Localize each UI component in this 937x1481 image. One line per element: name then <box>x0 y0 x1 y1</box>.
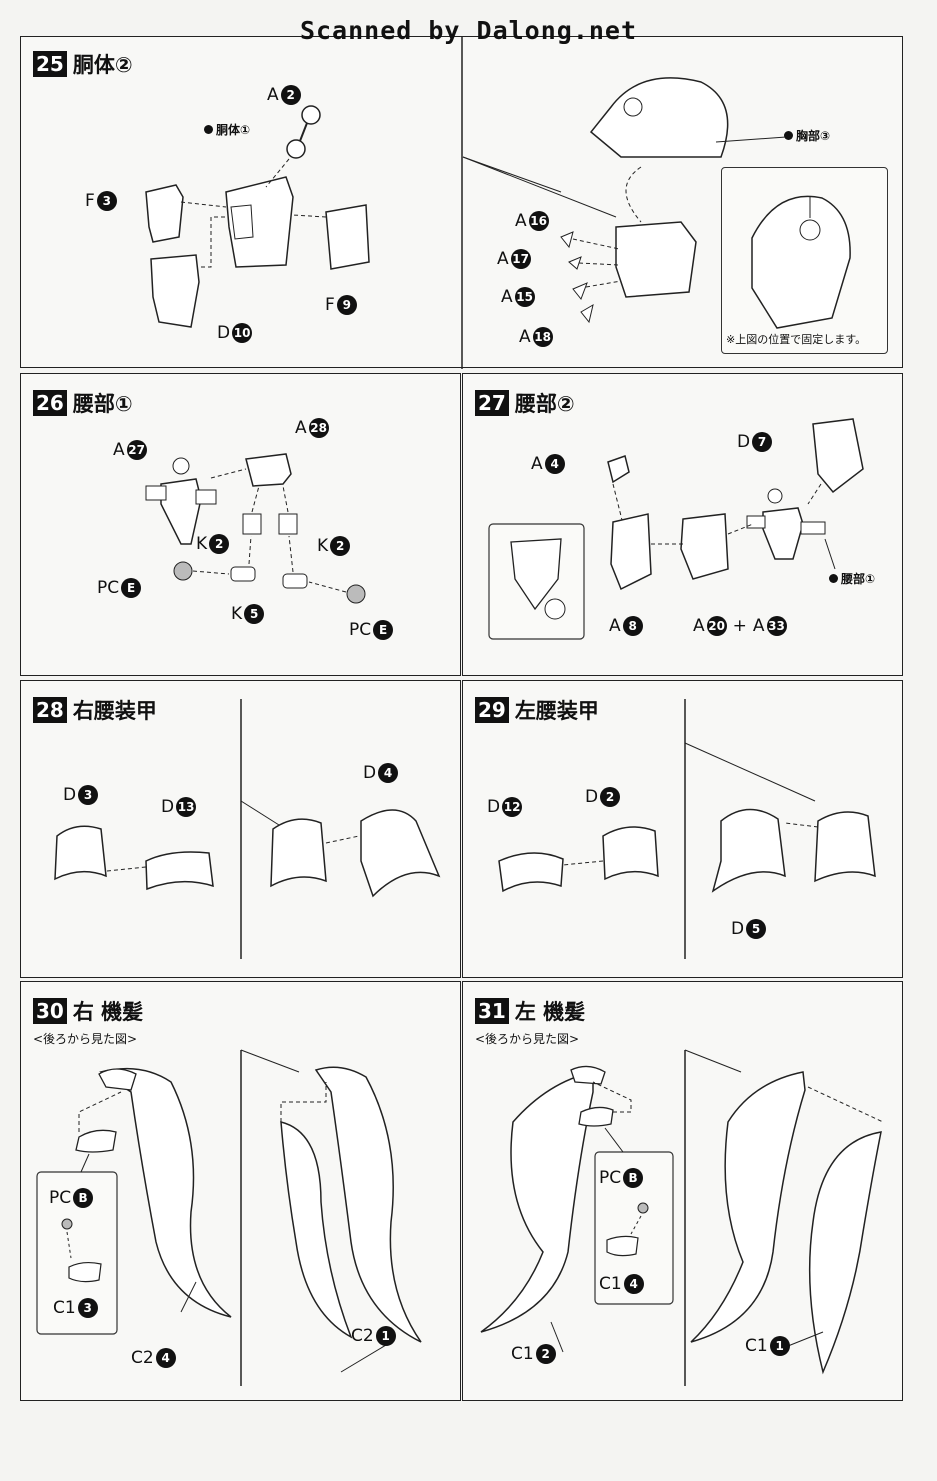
step-31-illustration <box>480 1049 884 1386</box>
step-30-header: 30 右 機髪 <box>33 996 143 1026</box>
step-number: 29 <box>475 697 509 723</box>
step-28-illustration <box>54 699 441 959</box>
step-30-illustration <box>36 1049 422 1386</box>
step-25-illustration <box>145 37 787 369</box>
fixing-note: ※上図の位置で固定します。 <box>726 333 867 346</box>
step-26-illustration <box>145 453 366 604</box>
step-title: 右腰装甲 <box>72 699 157 723</box>
step-28-header: 28 右腰装甲 <box>33 695 157 725</box>
step-number: 31 <box>475 998 509 1024</box>
step-26-header: 26 腰部① <box>33 388 133 418</box>
view-note: <後ろから見た図> <box>33 1032 138 1046</box>
step-title: 腰部① <box>72 392 133 416</box>
step-number: 28 <box>33 697 67 723</box>
step-number: 25 <box>33 51 67 77</box>
step-title: 左 機髪 <box>514 1000 586 1024</box>
scan-watermark: Scanned by Dalong.net <box>299 16 638 45</box>
body-part-shape <box>225 176 294 268</box>
detail-illustration <box>751 195 851 329</box>
step-number: 26 <box>33 390 67 416</box>
step-25-header: 25 胴体② <box>33 49 133 79</box>
fixing-detail-inset: ※上図の位置で固定します。 <box>721 167 888 354</box>
step-title: 胴体② <box>72 53 133 77</box>
step-title: 左腰装甲 <box>514 699 599 723</box>
step-27-illustration <box>488 418 864 640</box>
step-25-panel: 25 胴体② <box>20 36 903 369</box>
step-number: 27 <box>475 390 509 416</box>
view-note: <後ろから見た図> <box>475 1032 580 1046</box>
step-31-header: 31 左 機髪 <box>475 996 585 1026</box>
step-title: 腰部② <box>514 392 575 416</box>
ref-waist-1: 腰部① <box>829 570 875 587</box>
step-29-header: 29 左腰装甲 <box>475 695 599 725</box>
step-title: 右 機髪 <box>72 1000 144 1024</box>
step-29-illustration <box>498 699 876 959</box>
ref-body-1: 胴体① <box>204 121 250 138</box>
step-27-header: 27 腰部② <box>475 388 575 418</box>
ref-chest-3: 胸部③ <box>784 127 830 144</box>
step-number: 30 <box>33 998 67 1024</box>
